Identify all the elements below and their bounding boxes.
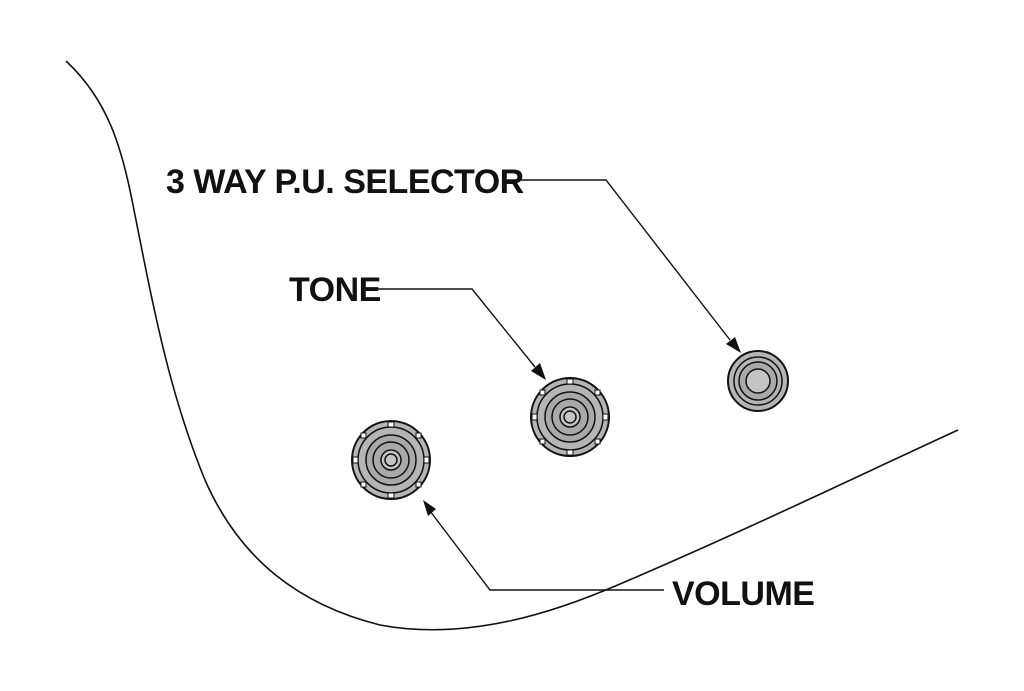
selector-arrowhead bbox=[726, 337, 741, 353]
volume-arrowhead bbox=[423, 500, 436, 516]
volume-leader bbox=[423, 500, 664, 591]
volume-label: VOLUME bbox=[672, 575, 814, 613]
guitar-body-outline bbox=[65, 60, 959, 631]
selector-leader bbox=[507, 179, 741, 353]
selector-switch-icon bbox=[727, 350, 789, 412]
tone-label: TONE bbox=[289, 271, 381, 309]
selector-label: 3 WAY P.U. SELECTOR bbox=[166, 163, 524, 201]
tone-arrowhead bbox=[531, 363, 546, 380]
tone-knob-icon bbox=[530, 377, 610, 457]
tone-leader bbox=[373, 288, 546, 380]
volume-knob-icon bbox=[351, 420, 431, 500]
